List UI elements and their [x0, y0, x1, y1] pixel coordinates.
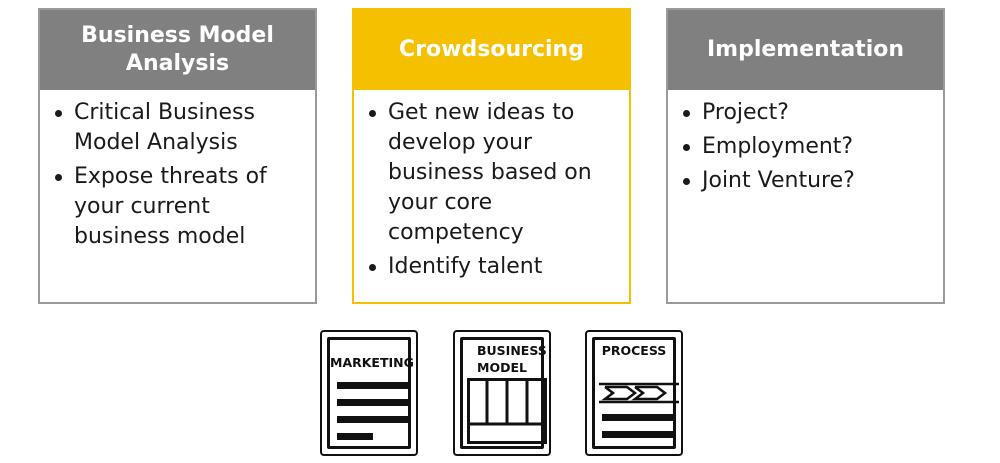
list-item: Employment?	[680, 132, 933, 162]
process-document-icon: PROCESS	[585, 330, 683, 456]
document-frame: MARKETING	[327, 337, 414, 449]
business-model-label: BUSINESS MODEL	[477, 343, 547, 375]
text-line	[602, 431, 676, 438]
list-item: Expose threats of your current business …	[52, 162, 305, 252]
business-model-analysis-card: Business Model Analysis Critical Busines…	[38, 8, 317, 304]
implementation-card: Implementation Project? Employment? Join…	[666, 8, 945, 304]
marketing-document-icon: MARKETING	[320, 330, 418, 456]
list-item: Critical Business Model Analysis	[52, 98, 305, 158]
text-line	[337, 382, 411, 389]
text-line	[337, 416, 411, 423]
bullet-list: Get new ideas to develop your business b…	[366, 98, 619, 282]
marketing-label: MARKETING	[330, 355, 414, 370]
text-line	[337, 399, 411, 406]
text-line	[337, 433, 373, 440]
chevron-arrows-icon	[599, 382, 679, 404]
process-label: PROCESS	[601, 343, 667, 358]
card-title: Business Model Analysis	[81, 23, 274, 76]
document-frame: PROCESS	[592, 337, 679, 449]
business-model-document-icon: BUSINESS MODEL	[453, 330, 551, 456]
list-item: Project?	[680, 98, 933, 128]
canvas-grid-icon	[467, 378, 547, 444]
bullet-icon	[369, 110, 376, 117]
card-header: Business Model Analysis	[40, 10, 315, 90]
card-title: Crowdsourcing	[399, 37, 584, 62]
bullet-icon	[369, 264, 376, 271]
bullet-list: Critical Business Model Analysis Expose …	[52, 98, 305, 252]
bullet-icon	[55, 174, 62, 181]
card-header: Crowdsourcing	[354, 10, 629, 90]
bullet-icon	[683, 178, 690, 185]
text-line	[602, 414, 676, 421]
list-item: Identify talent	[366, 252, 619, 282]
document-frame: BUSINESS MODEL	[460, 337, 547, 449]
bullet-list: Project? Employment? Joint Venture?	[680, 98, 933, 196]
bullet-icon	[683, 144, 690, 151]
list-item: Get new ideas to develop your business b…	[366, 98, 619, 248]
card-header: Implementation	[668, 10, 943, 90]
card-title: Implementation	[706, 37, 905, 62]
crowdsourcing-card: Crowdsourcing Get new ideas to develop y…	[352, 8, 631, 304]
list-item: Joint Venture?	[680, 166, 933, 196]
bullet-icon	[683, 110, 690, 117]
bullet-icon	[55, 110, 62, 117]
